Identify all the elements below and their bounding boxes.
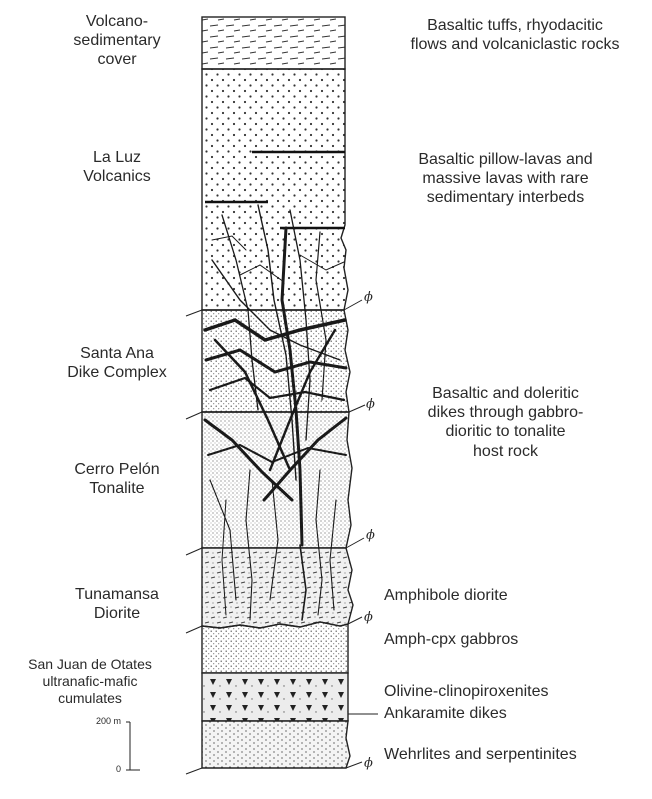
fault-symbol: ϕ [366, 397, 375, 412]
fault-symbol: ϕ [366, 528, 375, 543]
unit-wehrlites [202, 721, 350, 768]
unit-olivine-clinopyroxenites [202, 673, 348, 721]
label-volcano-sedimentary: Volcano- sedimentary cover [57, 12, 177, 70]
unit-la-luz [202, 69, 348, 310]
fault-symbol: ϕ [364, 610, 373, 625]
fault-symbol: ϕ [364, 756, 373, 771]
label-amphibole-diorite: Amphibole diorite [384, 586, 508, 605]
label-la-luz: La Luz Volcanics [57, 148, 177, 186]
unit-volcano-sedimentary [202, 17, 345, 69]
fault-symbol: ϕ [364, 290, 373, 305]
unit-gabbros [202, 622, 348, 673]
label-wehrlites: Wehrlites and serpentinites [384, 745, 577, 764]
label-ankaramite: Ankaramite dikes [384, 704, 507, 723]
scale-bar [126, 722, 140, 770]
label-gabbros: Amph-cpx gabbros [384, 630, 518, 649]
scale-top-label: 200 m [96, 716, 121, 726]
label-tunamansa: Tunamansa Diorite [57, 585, 177, 623]
scale-bottom-label: 0 [116, 764, 121, 774]
label-dikes: Basaltic and doleritic dikes through gab… [378, 384, 633, 461]
label-san-juan: San Juan de Otates ultranafic-mafic cumu… [0, 656, 180, 706]
label-santa-ana: Santa Ana Dike Complex [57, 344, 177, 382]
label-cerro-pelon: Cerro Pelón Tonalite [57, 460, 177, 498]
label-pillow-lavas: Basaltic pillow-lavas and massive lavas … [378, 150, 633, 208]
label-olivine: Olivine-clinopiroxenites [384, 682, 549, 701]
label-tuffs: Basaltic tuffs, rhyodacitic flows and vo… [380, 16, 650, 54]
